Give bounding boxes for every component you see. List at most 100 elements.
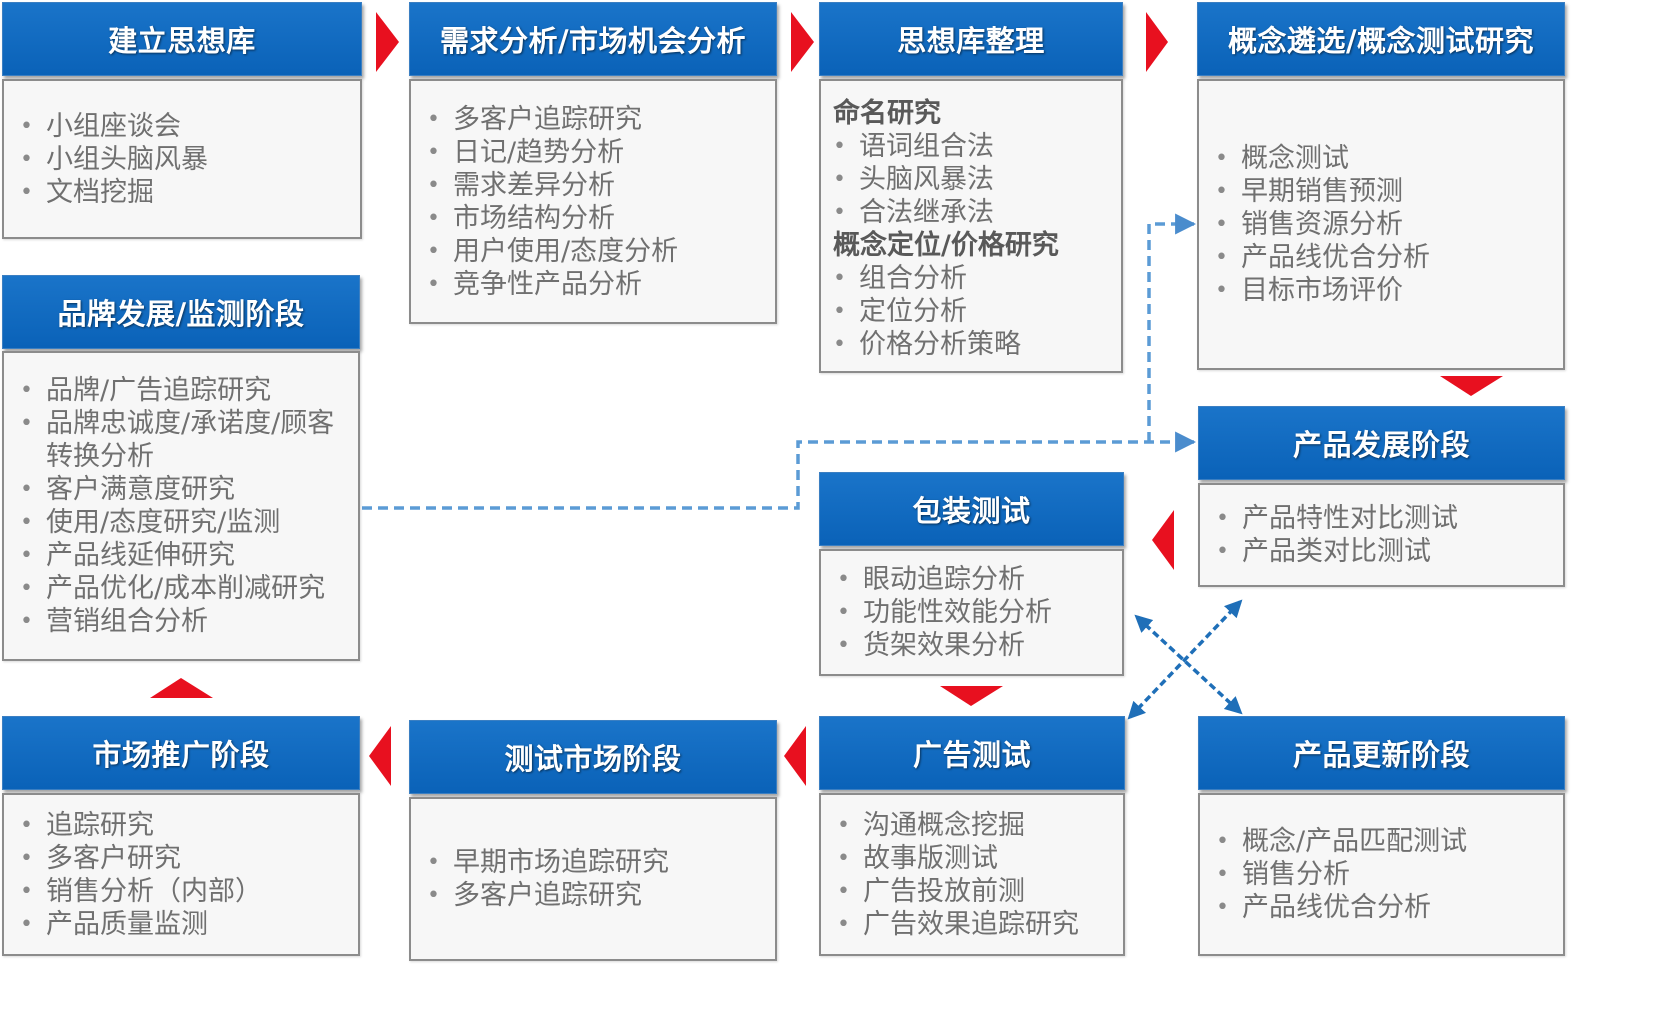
- node-product-update: 产品更新阶段 概念/产品匹配测试 销售分析 产品线优合分析: [1198, 716, 1565, 956]
- dashed-connector-brand-to-product: [362, 431, 1197, 510]
- list-item: 竞争性产品分析: [427, 268, 765, 301]
- item-list: 品牌/广告追踪研究 品牌忠诚度/承诺度/顾客转换分析 客户满意度研究 使用/态度…: [20, 374, 348, 638]
- list-item: 多客户追踪研究: [427, 879, 765, 912]
- flow-arrow-down: [940, 686, 1003, 706]
- item-list: 概念/产品匹配测试 销售分析 产品线优合分析: [1216, 825, 1553, 924]
- list-item: 眼动追踪分析: [837, 563, 1112, 596]
- node-demand: 需求分析/市场机会分析 多客户追踪研究 日记/趋势分析 需求差异分析 市场结构分…: [409, 2, 777, 324]
- list-item: 文档挖掘: [20, 176, 350, 209]
- list-item: 价格分析策略: [833, 328, 1111, 361]
- item-list: 眼动追踪分析 功能性效能分析 货架效果分析: [837, 563, 1112, 662]
- list-item: 概念测试: [1215, 142, 1553, 175]
- list-item: 早期市场追踪研究: [427, 846, 765, 879]
- list-item: 故事版测试: [837, 842, 1113, 875]
- list-item: 概念/产品匹配测试: [1216, 825, 1553, 858]
- list-item: 功能性效能分析: [837, 596, 1112, 629]
- node-title: 市场推广阶段: [2, 716, 360, 790]
- node-body: 命名研究 语词组合法 头脑风暴法 合法继承法 概念定位/价格研究 组合分析 定位…: [819, 79, 1123, 373]
- list-item: 品牌忠诚度/承诺度/顾客转换分析: [20, 407, 348, 473]
- node-title: 包装测试: [819, 472, 1124, 546]
- list-item: 销售分析: [1216, 858, 1553, 891]
- list-item: 追踪研究: [20, 809, 348, 842]
- node-ideation: 建立思想库 小组座谈会 小组头脑风暴 文档挖掘: [2, 2, 362, 239]
- node-brand: 品牌发展/监测阶段 品牌/广告追踪研究 品牌忠诚度/承诺度/顾客转换分析 客户满…: [2, 275, 360, 661]
- node-promotion: 市场推广阶段 追踪研究 多客户研究 销售分析（内部） 产品质量监测: [2, 716, 360, 956]
- item-list: 概念测试 早期销售预测 销售资源分析 产品线优合分析 目标市场评价: [1215, 142, 1553, 307]
- node-title: 测试市场阶段: [409, 720, 777, 794]
- list-item: 营销组合分析: [20, 605, 348, 638]
- node-body: 品牌/广告追踪研究 品牌忠诚度/承诺度/顾客转换分析 客户满意度研究 使用/态度…: [2, 351, 360, 661]
- list-item: 需求差异分析: [427, 169, 765, 202]
- list-item: 多客户研究: [20, 842, 348, 875]
- list-item: 小组座谈会: [20, 110, 350, 143]
- node-title: 产品发展阶段: [1198, 406, 1565, 480]
- list-item: 广告效果追踪研究: [837, 908, 1113, 941]
- list-item: 销售资源分析: [1215, 208, 1553, 241]
- node-test-market: 测试市场阶段 早期市场追踪研究 多客户追踪研究: [409, 720, 777, 961]
- list-item: 使用/态度研究/监测: [20, 506, 348, 539]
- flow-arrow-right: [376, 12, 399, 72]
- group-subtitle: 命名研究: [833, 98, 941, 129]
- item-list: 早期市场追踪研究 多客户追踪研究: [427, 846, 765, 912]
- list-item: 多客户追踪研究: [427, 103, 765, 136]
- node-body: 多客户追踪研究 日记/趋势分析 需求差异分析 市场结构分析 用户使用/态度分析 …: [409, 79, 777, 324]
- flow-arrow-right: [1146, 12, 1168, 72]
- item-list: 追踪研究 多客户研究 销售分析（内部） 产品质量监测: [20, 809, 348, 941]
- node-concept: 概念遴选/概念测试研究 概念测试 早期销售预测 销售资源分析 产品线优合分析 目…: [1197, 2, 1565, 370]
- list-item: 沟通概念挖掘: [837, 809, 1113, 842]
- node-title: 概念遴选/概念测试研究: [1197, 2, 1565, 76]
- list-item: 用户使用/态度分析: [427, 235, 765, 268]
- list-item: 产品特性对比测试: [1216, 502, 1553, 535]
- group-subtitle: 概念定位/价格研究: [833, 230, 1059, 261]
- flow-arrow-right: [791, 12, 814, 72]
- node-body: 追踪研究 多客户研究 销售分析（内部） 产品质量监测: [2, 793, 360, 956]
- list-item: 销售分析（内部）: [20, 875, 348, 908]
- flow-arrow-left: [369, 726, 391, 786]
- list-item: 产品类对比测试: [1216, 535, 1553, 568]
- item-list: 语词组合法 头脑风暴法 合法继承法: [833, 130, 1111, 229]
- list-item: 合法继承法: [833, 196, 1111, 229]
- cross-arrow-package-update: [1134, 614, 1243, 715]
- node-body: 概念/产品匹配测试 销售分析 产品线优合分析: [1198, 793, 1565, 956]
- list-item: 广告投放前测: [837, 875, 1113, 908]
- item-list: 产品特性对比测试 产品类对比测试: [1216, 502, 1553, 568]
- list-item: 产品线优合分析: [1216, 891, 1553, 924]
- list-item: 产品优化/成本削减研究: [20, 572, 348, 605]
- node-package: 包装测试 眼动追踪分析 功能性效能分析 货架效果分析: [819, 472, 1124, 676]
- list-item: 头脑风暴法: [833, 163, 1111, 196]
- flow-arrow-up: [150, 678, 213, 698]
- list-item: 品牌/广告追踪研究: [20, 374, 348, 407]
- list-item: 小组头脑风暴: [20, 143, 350, 176]
- list-item: 组合分析: [833, 262, 1111, 295]
- flow-arrow-down: [1440, 376, 1503, 396]
- list-item: 客户满意度研究: [20, 473, 348, 506]
- node-body: 产品特性对比测试 产品类对比测试: [1198, 483, 1565, 587]
- list-item: 市场结构分析: [427, 202, 765, 235]
- node-product-dev: 产品发展阶段 产品特性对比测试 产品类对比测试: [1198, 406, 1565, 587]
- item-list: 多客户追踪研究 日记/趋势分析 需求差异分析 市场结构分析 用户使用/态度分析 …: [427, 103, 765, 301]
- node-title: 广告测试: [819, 716, 1125, 790]
- node-body: 早期市场追踪研究 多客户追踪研究: [409, 797, 777, 961]
- list-item: 产品线延伸研究: [20, 539, 348, 572]
- dashed-connector-to-concept: [1147, 213, 1197, 442]
- node-title: 品牌发展/监测阶段: [2, 275, 360, 349]
- cross-arrow-ad-product: [1127, 599, 1243, 720]
- item-list: 沟通概念挖掘 故事版测试 广告投放前测 广告效果追踪研究: [837, 809, 1113, 941]
- node-ad-test: 广告测试 沟通概念挖掘 故事版测试 广告投放前测 广告效果追踪研究: [819, 716, 1125, 956]
- list-item: 日记/趋势分析: [427, 136, 765, 169]
- node-organize: 思想库整理 命名研究 语词组合法 头脑风暴法 合法继承法 概念定位/价格研究 组…: [819, 2, 1123, 373]
- node-title: 思想库整理: [819, 2, 1123, 76]
- node-title: 建立思想库: [2, 2, 362, 76]
- list-item: 产品质量监测: [20, 908, 348, 941]
- node-body: 小组座谈会 小组头脑风暴 文档挖掘: [2, 79, 362, 239]
- item-list: 组合分析 定位分析 价格分析策略: [833, 262, 1111, 361]
- flow-arrow-left: [1152, 510, 1174, 570]
- node-body: 沟通概念挖掘 故事版测试 广告投放前测 广告效果追踪研究: [819, 793, 1125, 956]
- list-item: 货架效果分析: [837, 629, 1112, 662]
- list-item: 产品线优合分析: [1215, 241, 1553, 274]
- list-item: 语词组合法: [833, 130, 1111, 163]
- node-body: 概念测试 早期销售预测 销售资源分析 产品线优合分析 目标市场评价: [1197, 79, 1565, 370]
- item-list: 小组座谈会 小组头脑风暴 文档挖掘: [20, 110, 350, 209]
- node-title: 产品更新阶段: [1198, 716, 1565, 790]
